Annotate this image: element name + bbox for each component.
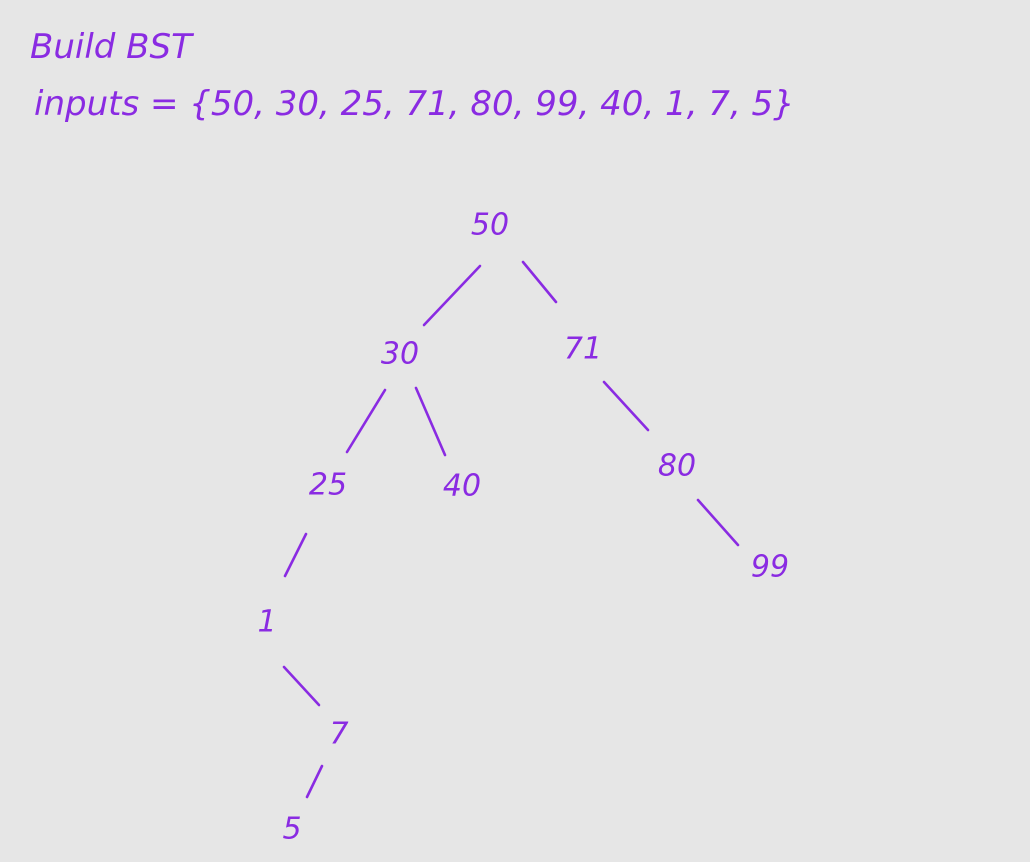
edge-n7-n5	[305, 764, 324, 799]
tree-edges	[282, 260, 740, 799]
inputs-list: inputs = {50, 30, 25, 71, 80, 99, 40, 1,…	[34, 84, 795, 124]
diagram-title: Build BST	[30, 27, 194, 67]
node-1: 1	[257, 605, 276, 640]
node-71: 71	[564, 332, 602, 367]
node-40: 40	[443, 469, 481, 504]
node-25: 25	[309, 468, 347, 503]
node-80: 80	[658, 449, 696, 484]
edge-n50-n30	[422, 264, 482, 327]
node-7: 7	[329, 717, 348, 752]
edge-n30-n40	[414, 386, 447, 457]
node-99: 99	[751, 550, 789, 585]
edge-n1-n7	[282, 665, 321, 707]
edge-n80-n99	[696, 498, 740, 547]
node-30: 30	[381, 337, 419, 372]
edge-n71-n80	[602, 380, 650, 432]
edge-n30-n25	[345, 388, 387, 454]
node-50: 50	[471, 208, 509, 243]
tree-nodes: 50 30 71 25 40 80 99 1 7 5	[257, 208, 789, 847]
edge-n50-n71	[521, 260, 558, 304]
node-5: 5	[282, 812, 301, 847]
edge-n25-n1	[283, 532, 308, 578]
